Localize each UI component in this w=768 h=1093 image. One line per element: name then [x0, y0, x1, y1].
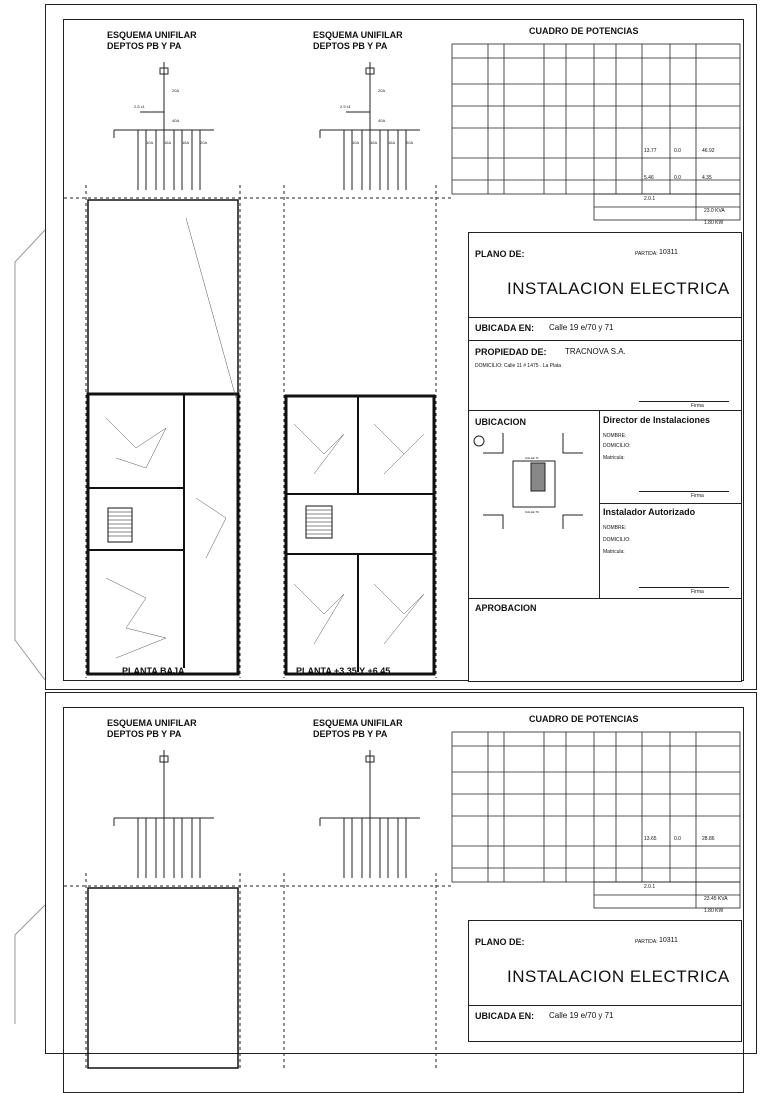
plano-label-2: PLANO DE: [475, 937, 525, 947]
instalador-matricula: Matricula: [603, 549, 625, 555]
plano-label: PLANO DE: [475, 249, 525, 259]
director-label: Director de Instalaciones [603, 415, 711, 425]
ubicada-label-2: UBICADA EN: [475, 1011, 535, 1021]
partida-value-2: 10311 [659, 937, 678, 944]
planta-baja-label: PLANTA BAJA [122, 666, 185, 676]
director-firma-line [639, 491, 729, 492]
divider-h [599, 503, 741, 504]
svg-text:10A: 10A [146, 140, 153, 145]
cuadro-value-3: 46.92 [702, 148, 715, 154]
property-lines [64, 185, 454, 678]
cuadro2-value-2: 0.0 [674, 836, 681, 842]
svg-text:20A: 20A [378, 88, 385, 93]
svg-text:2.5 x1: 2.5 x1 [340, 104, 352, 109]
svg-text:40A: 40A [172, 118, 179, 123]
single-line-diagram-left: 20A 40A 2.5 x1 10A 16A 16A 20A [113, 62, 214, 190]
title-block-plano: PLANO DE: PARTIDA: 10311 INSTALACION ELE… [468, 232, 742, 342]
cuadro2-total-kva: 23.45 KVA [704, 896, 728, 902]
instalador-label: Instalador Autorizado [603, 507, 696, 517]
partida-label-2: PARTIDA: [635, 939, 658, 945]
cuadro2-total: 2.0.1 [644, 884, 656, 890]
calle-70: CALLE 70 [525, 510, 539, 514]
director-firma: Firma [691, 493, 704, 499]
planta-alta-label: PLANTA +3.35 Y +6.45 [296, 666, 391, 676]
propiedad-domicilio: DOMICILIO: Calle 11 # 1475 . La Plata [475, 363, 562, 369]
single-line-diagram-left-2 [113, 750, 214, 878]
svg-text:2.5 x1: 2.5 x1 [134, 104, 146, 109]
firma-label: Firma [691, 403, 704, 409]
partida-value: 10311 [659, 249, 678, 256]
svg-text:16A: 16A [370, 140, 377, 145]
plano-title-2: INSTALACION ELECTRICA [507, 967, 730, 986]
divider [469, 317, 741, 318]
svg-text:20A: 20A [200, 140, 207, 145]
calle-71: CALLE 71 [525, 456, 539, 460]
single-line-diagram-right: 20A 40A 2.5 x1 10A 16A 16A 20A [319, 62, 420, 190]
cuadro-value-1: 13.77 [644, 148, 657, 154]
title-block-aprobacion: APROBACION [468, 598, 742, 682]
title-block-ubicacion: UBICACION CALLE 71 CALLE 70 Director de … [468, 410, 742, 600]
svg-text:10A: 10A [352, 140, 359, 145]
cuadro-value-2: 0.0 [674, 148, 681, 154]
property-lines-2 [64, 873, 454, 1069]
svg-text:16A: 16A [164, 140, 171, 145]
instalador-firma-line [639, 587, 729, 588]
divider-v [599, 411, 600, 599]
instalador-domicilio: DOMICILIO: [603, 537, 631, 543]
firma-line [639, 401, 729, 402]
floor-plan-planta-alta [284, 394, 436, 676]
cuadro2-value-1: 13.65 [644, 836, 657, 842]
cuadro-potencias-title: CUADRO DE POTENCIAS [529, 26, 639, 36]
cuadro-potencias-table-2 [451, 731, 741, 909]
cuadro-total-kw: 1.80 KW [704, 220, 724, 226]
ubicada-value: Calle 19 e/70 y 71 [549, 323, 614, 332]
cuadro-total: 2.0.1 [644, 196, 656, 202]
location-map: CALLE 71 CALLE 70 [473, 433, 583, 529]
floor-plan-planta-baja [86, 199, 240, 676]
cuadro-potencias-title-2: CUADRO DE POTENCIAS [529, 714, 639, 724]
director-matricula: Matricula: [603, 455, 625, 461]
partida-label: PARTIDA: [635, 251, 658, 257]
cuadro-total-kva: 23.0 KVA [704, 208, 725, 214]
cuadro-value-5: 0.0 [674, 175, 681, 181]
instalador-firma: Firma [691, 589, 704, 595]
aprobacion-label: APROBACION [475, 603, 537, 613]
plano-title: INSTALACION ELECTRICA [507, 279, 730, 298]
title-block-propiedad: PROPIEDAD DE: TRACNOVA S.A. DOMICILIO: C… [468, 340, 742, 412]
svg-text:20A: 20A [172, 88, 179, 93]
fold-marks [14, 229, 46, 1024]
ubicacion-label: UBICACION [475, 417, 526, 427]
divider-2 [469, 1005, 741, 1006]
svg-text:16A: 16A [182, 140, 189, 145]
cuadro2-total-kw: 1.80 KW [704, 908, 724, 914]
ubicada-label: UBICADA EN: [475, 323, 535, 333]
svg-text:20A: 20A [406, 140, 413, 145]
svg-text:16A: 16A [388, 140, 395, 145]
ubicada-value-2: Calle 19 e/70 y 71 [549, 1011, 614, 1020]
cuadro-value-6: 4.35 [702, 175, 712, 181]
cuadro-potencias-table [451, 43, 741, 221]
propiedad-value: TRACNOVA S.A. [565, 347, 626, 356]
director-domicilio: DOMICILIO: [603, 443, 631, 449]
svg-text:40A: 40A [378, 118, 385, 123]
instalador-nombre: NOMBRE: [603, 525, 627, 531]
cuadro-value-4: 5.46 [644, 175, 654, 181]
single-line-diagram-right-2 [319, 750, 420, 878]
cuadro2-value-3: 28.86 [702, 836, 715, 842]
propiedad-label: PROPIEDAD DE: [475, 347, 547, 357]
director-nombre: NOMBRE: [603, 433, 627, 439]
